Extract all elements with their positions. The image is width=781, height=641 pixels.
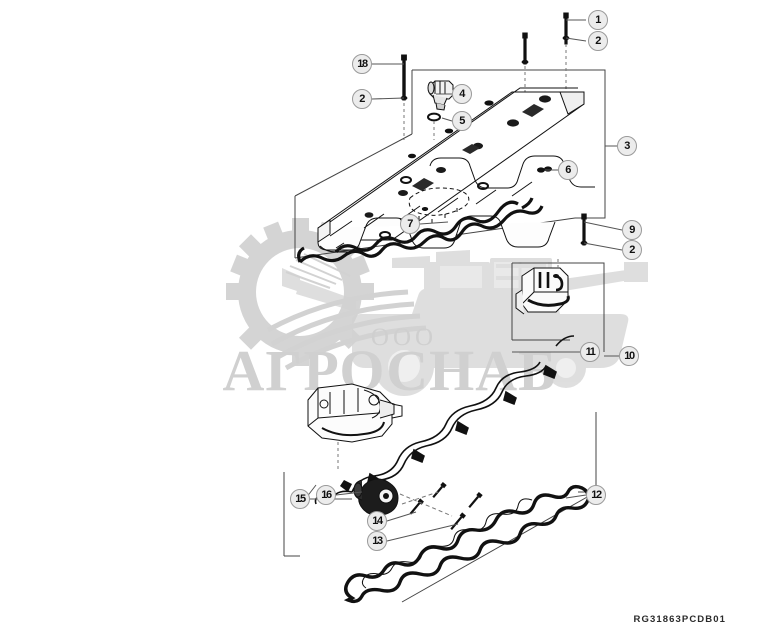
callout-6[interactable]: 6 [558, 160, 578, 180]
breather-fitting [427, 80, 454, 111]
callout-13[interactable]: 13 [367, 531, 387, 551]
loose-washers [379, 166, 552, 239]
drawing-number: RG31863PCDB01 [633, 614, 726, 625]
upper-gasket-lower-edge [334, 200, 519, 254]
cover-gasket-seat [408, 187, 470, 224]
o-ring-seal [427, 112, 441, 122]
callout-14[interactable]: 14 [367, 511, 387, 531]
callout-15[interactable]: 15 [290, 489, 310, 509]
callout-18[interactable]: 18 [352, 54, 372, 74]
callout-16[interactable]: 16 [316, 485, 336, 505]
callout-2-left[interactable]: 2 [352, 89, 372, 109]
group-10-panel [511, 262, 605, 352]
screws-13-14 [399, 481, 483, 531]
callout-3[interactable]: 3 [617, 136, 637, 156]
callout-2-top[interactable]: 2 [588, 31, 608, 51]
upper-valve-cover-gasket [297, 197, 544, 264]
harness-connector [340, 478, 399, 516]
callout-7[interactable]: 7 [400, 214, 420, 234]
callout-11[interactable]: 11 [580, 342, 600, 362]
svg-text:АГРОСНАБ: АГРОСНАБ [223, 338, 558, 403]
svg-text:ООО: ООО [371, 324, 437, 351]
callout-12[interactable]: 12 [586, 485, 606, 505]
front-cover-housing [515, 267, 570, 315]
callout-10[interactable]: 10 [619, 346, 639, 366]
callout-1[interactable]: 1 [588, 10, 608, 30]
timing-gear-cover [307, 383, 403, 443]
watermark-text: ООО АГРОСНАБ [223, 324, 558, 403]
valve-cover-gasket-inner [361, 498, 533, 589]
callout-4[interactable]: 4 [452, 84, 472, 104]
callout-5[interactable]: 5 [452, 111, 472, 131]
callout-2-lower[interactable]: 2 [622, 240, 642, 260]
callout-9[interactable]: 9 [622, 220, 642, 240]
group-12-panel [283, 412, 597, 603]
